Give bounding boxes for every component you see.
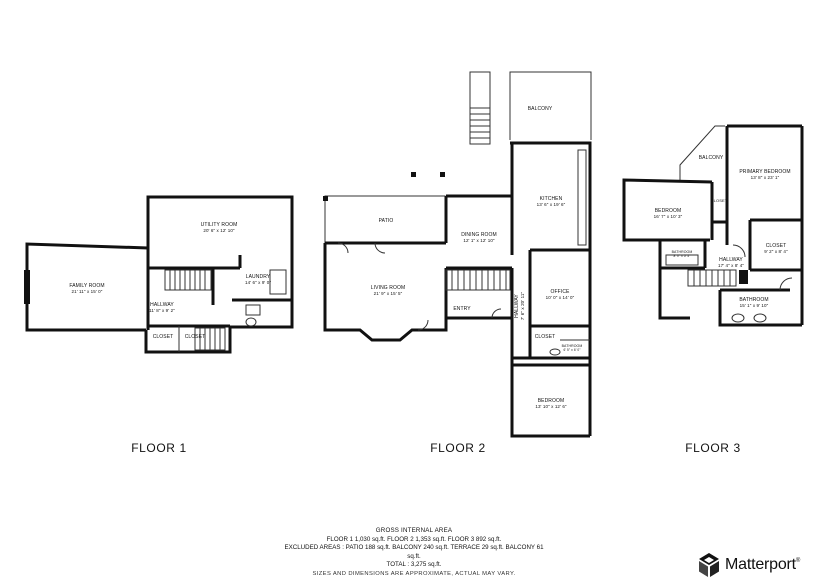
floor-2-plan <box>323 71 592 438</box>
area-floors-line: FLOOR 1 1,030 sq.ft. FLOOR 2 1,353 sq.ft… <box>326 535 502 543</box>
room-label-balcony-3: BALCONY <box>698 155 724 161</box>
room-label-entry: ENTRY <box>453 306 471 312</box>
area-excluded-line-cont: sq.ft. <box>407 552 421 560</box>
floor-1-plan <box>24 195 294 354</box>
room-label-closet-3a: CLOSET <box>710 198 728 203</box>
area-total: TOTAL : 3,275 sq.ft. <box>386 561 442 569</box>
area-title: GROSS INTERNAL AREA <box>375 527 453 534</box>
area-summary: GROSS INTERNAL AREA FLOOR 1 1,030 sq.ft.… <box>0 527 828 579</box>
room-label-balcony-2: BALCONY <box>527 106 553 112</box>
floor-2-balcony-stairs <box>469 71 491 145</box>
floor-2-stairs <box>445 269 511 291</box>
floor-2-title: FLOOR 2 <box>430 441 486 455</box>
room-label-closet-1b: CLOSET <box>184 334 206 340</box>
matterport-logo-icon <box>699 553 719 577</box>
room-label-patio: PATIO <box>378 218 394 224</box>
registered-mark: ® <box>795 558 801 564</box>
matterport-logo-text: Matterport <box>725 556 796 573</box>
floor-3-plan <box>622 124 804 327</box>
matterport-logo: Matterport® <box>697 552 800 578</box>
floor-3-stairs <box>687 269 737 287</box>
floor-1-stairs <box>164 269 226 351</box>
room-label-closet-2: CLOSET <box>534 334 556 340</box>
area-footnote: SIZES AND DIMENSIONS ARE APPROXIMATE, AC… <box>312 570 516 577</box>
area-excluded-line: EXCLUDED AREAS : PATIO 188 sq.ft. BALCON… <box>284 544 544 552</box>
floor-3-title: FLOOR 3 <box>685 441 741 455</box>
floor-1-title: FLOOR 1 <box>131 441 187 455</box>
room-label-closet-1a: CLOSET <box>152 334 174 340</box>
